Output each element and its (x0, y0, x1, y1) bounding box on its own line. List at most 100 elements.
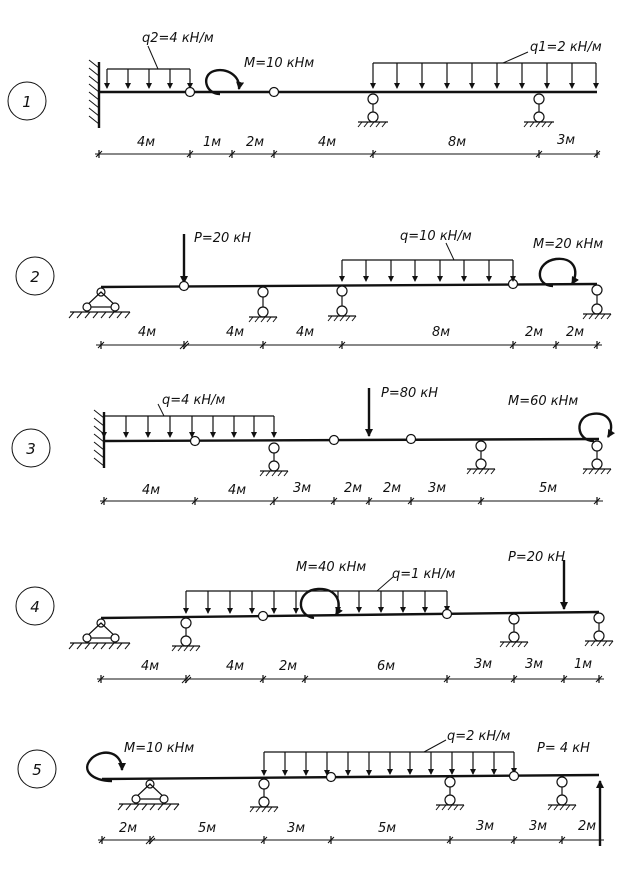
beam (100, 282, 598, 289)
dimension-label: 1м (574, 657, 592, 672)
dimension-label: 3м (474, 657, 492, 672)
dimension-label: 4м (318, 135, 336, 150)
load-label-q: q=2 кН/м (447, 729, 511, 744)
roller-support (523, 93, 554, 128)
hinge (257, 610, 269, 622)
problem-4: 4 q=1 кН/м (15, 550, 614, 684)
load-label-q1: q1=2 кН/м (530, 40, 602, 55)
distributed-load-q: q=2 кН/м (261, 729, 517, 776)
roller-support (466, 440, 496, 475)
dimension-label: 3м (557, 133, 575, 148)
roller-support (171, 617, 201, 652)
dimension-label: 2м (383, 481, 401, 496)
dimension-label: 5м (198, 821, 216, 836)
dimension-label: 8м (448, 135, 466, 150)
dimension-label: 2м (279, 659, 297, 674)
hinge (325, 771, 337, 783)
problem-number: 2 (30, 268, 40, 286)
point-load-label: P=80 кН (381, 386, 438, 401)
load-label-q2: q2=4 кН/м (142, 31, 214, 46)
point-load-P: P=20 кН (508, 550, 568, 610)
moment-label: M=40 кНм (296, 560, 366, 575)
problem-number-badge: 4 (15, 586, 55, 626)
point-load-label: P=20 кН (508, 550, 565, 565)
load-label-q: q=1 кН/м (392, 567, 456, 582)
dimension-label: 3м (529, 819, 547, 834)
roller-support (435, 776, 465, 811)
beam (103, 437, 600, 443)
problem-5: 5 M=10 кНм (17, 729, 604, 846)
hinge (184, 86, 196, 98)
roller-support (248, 286, 278, 323)
problem-number-badge: 3 (11, 428, 51, 468)
dimension-label: 4м (226, 325, 244, 340)
moment-label: M=10 кНм (244, 56, 314, 71)
dimension-label: 3м (525, 657, 543, 672)
roller-support (357, 93, 388, 128)
pinned-support (117, 779, 180, 811)
problem-number-badge: 1 (7, 81, 47, 121)
problem-2: 2 P=20 кН (15, 229, 612, 350)
distributed-load-q: q=4 кН/м (101, 393, 277, 438)
dimension-line: 4м 4м 4м 8м 2м 2м (96, 325, 602, 350)
dimension-label: 4м (226, 659, 244, 674)
dimension-label: 2м (119, 821, 137, 836)
dimension-label: 4м (142, 483, 160, 498)
pinned-support (68, 287, 131, 319)
problem-number-badge: 2 (15, 256, 55, 296)
point-load-P: P=80 кН (365, 386, 438, 437)
hinge (268, 86, 280, 98)
dimension-label: 6м (377, 659, 395, 674)
dimension-label: 3м (428, 481, 446, 496)
moment-M: M=10 кНм (86, 741, 194, 783)
dimension-label: 2м (246, 135, 264, 150)
problem-number: 3 (26, 440, 36, 458)
hinge (508, 770, 520, 782)
dimension-line: 4м 4м 3м 2м 2м 3м 5м (100, 481, 603, 506)
dimension-label: 4м (138, 325, 156, 340)
fixed-wall-support (88, 59, 101, 128)
load-label-q: q=4 кН/м (162, 393, 226, 408)
pinned-support (68, 618, 131, 650)
roller-support (547, 776, 577, 811)
dimension-label: 8м (432, 325, 450, 340)
roller-support (327, 285, 357, 322)
beam (100, 610, 600, 620)
dimension-label: 2м (578, 819, 596, 834)
dimension-line: 2м 5м 3м 5м 3м 3м 2м (98, 819, 604, 845)
dimension-label: 5м (539, 481, 557, 496)
problem-3: 3 q=4 кН/м P=80 кН (11, 386, 616, 506)
dimension-label: 4м (228, 483, 246, 498)
roller-support (259, 442, 289, 477)
moment-M: M=10 кНм (205, 56, 314, 96)
moment-label: M=10 кНм (124, 741, 194, 756)
moment-M: M=20 кНм (533, 237, 603, 288)
roller-support (499, 613, 529, 648)
dimension-label: 5м (378, 821, 396, 836)
problem-number: 1 (22, 93, 32, 111)
roller-support (249, 778, 279, 813)
point-load-label: P= 4 кН (537, 741, 590, 756)
hinge (189, 435, 201, 447)
dimension-label: 4м (296, 325, 314, 340)
dimension-label: 3м (476, 819, 494, 834)
hinge (328, 434, 340, 446)
dimension-label: 1м (203, 135, 221, 150)
dimension-label: 4м (141, 659, 159, 674)
roller-support (584, 612, 614, 647)
moment-label: M=20 кНм (533, 237, 603, 252)
hinge (405, 433, 417, 445)
dimension-label: 2м (344, 481, 362, 496)
dimension-label: 2м (525, 325, 543, 340)
fixed-wall-support (93, 409, 106, 468)
point-load-label: P=20 кН (194, 231, 251, 246)
number-circle (7, 81, 47, 121)
hinge (441, 608, 453, 620)
point-load-P: P= 4 кН (537, 741, 604, 846)
dimension-line: 4м 4м 2м 6м 3м 3м 1м (97, 657, 604, 684)
dimension-label: 3м (287, 821, 305, 836)
dimension-label: 3м (293, 481, 311, 496)
moment-M: M=60 кНм (508, 394, 616, 443)
roller-support (582, 440, 612, 475)
